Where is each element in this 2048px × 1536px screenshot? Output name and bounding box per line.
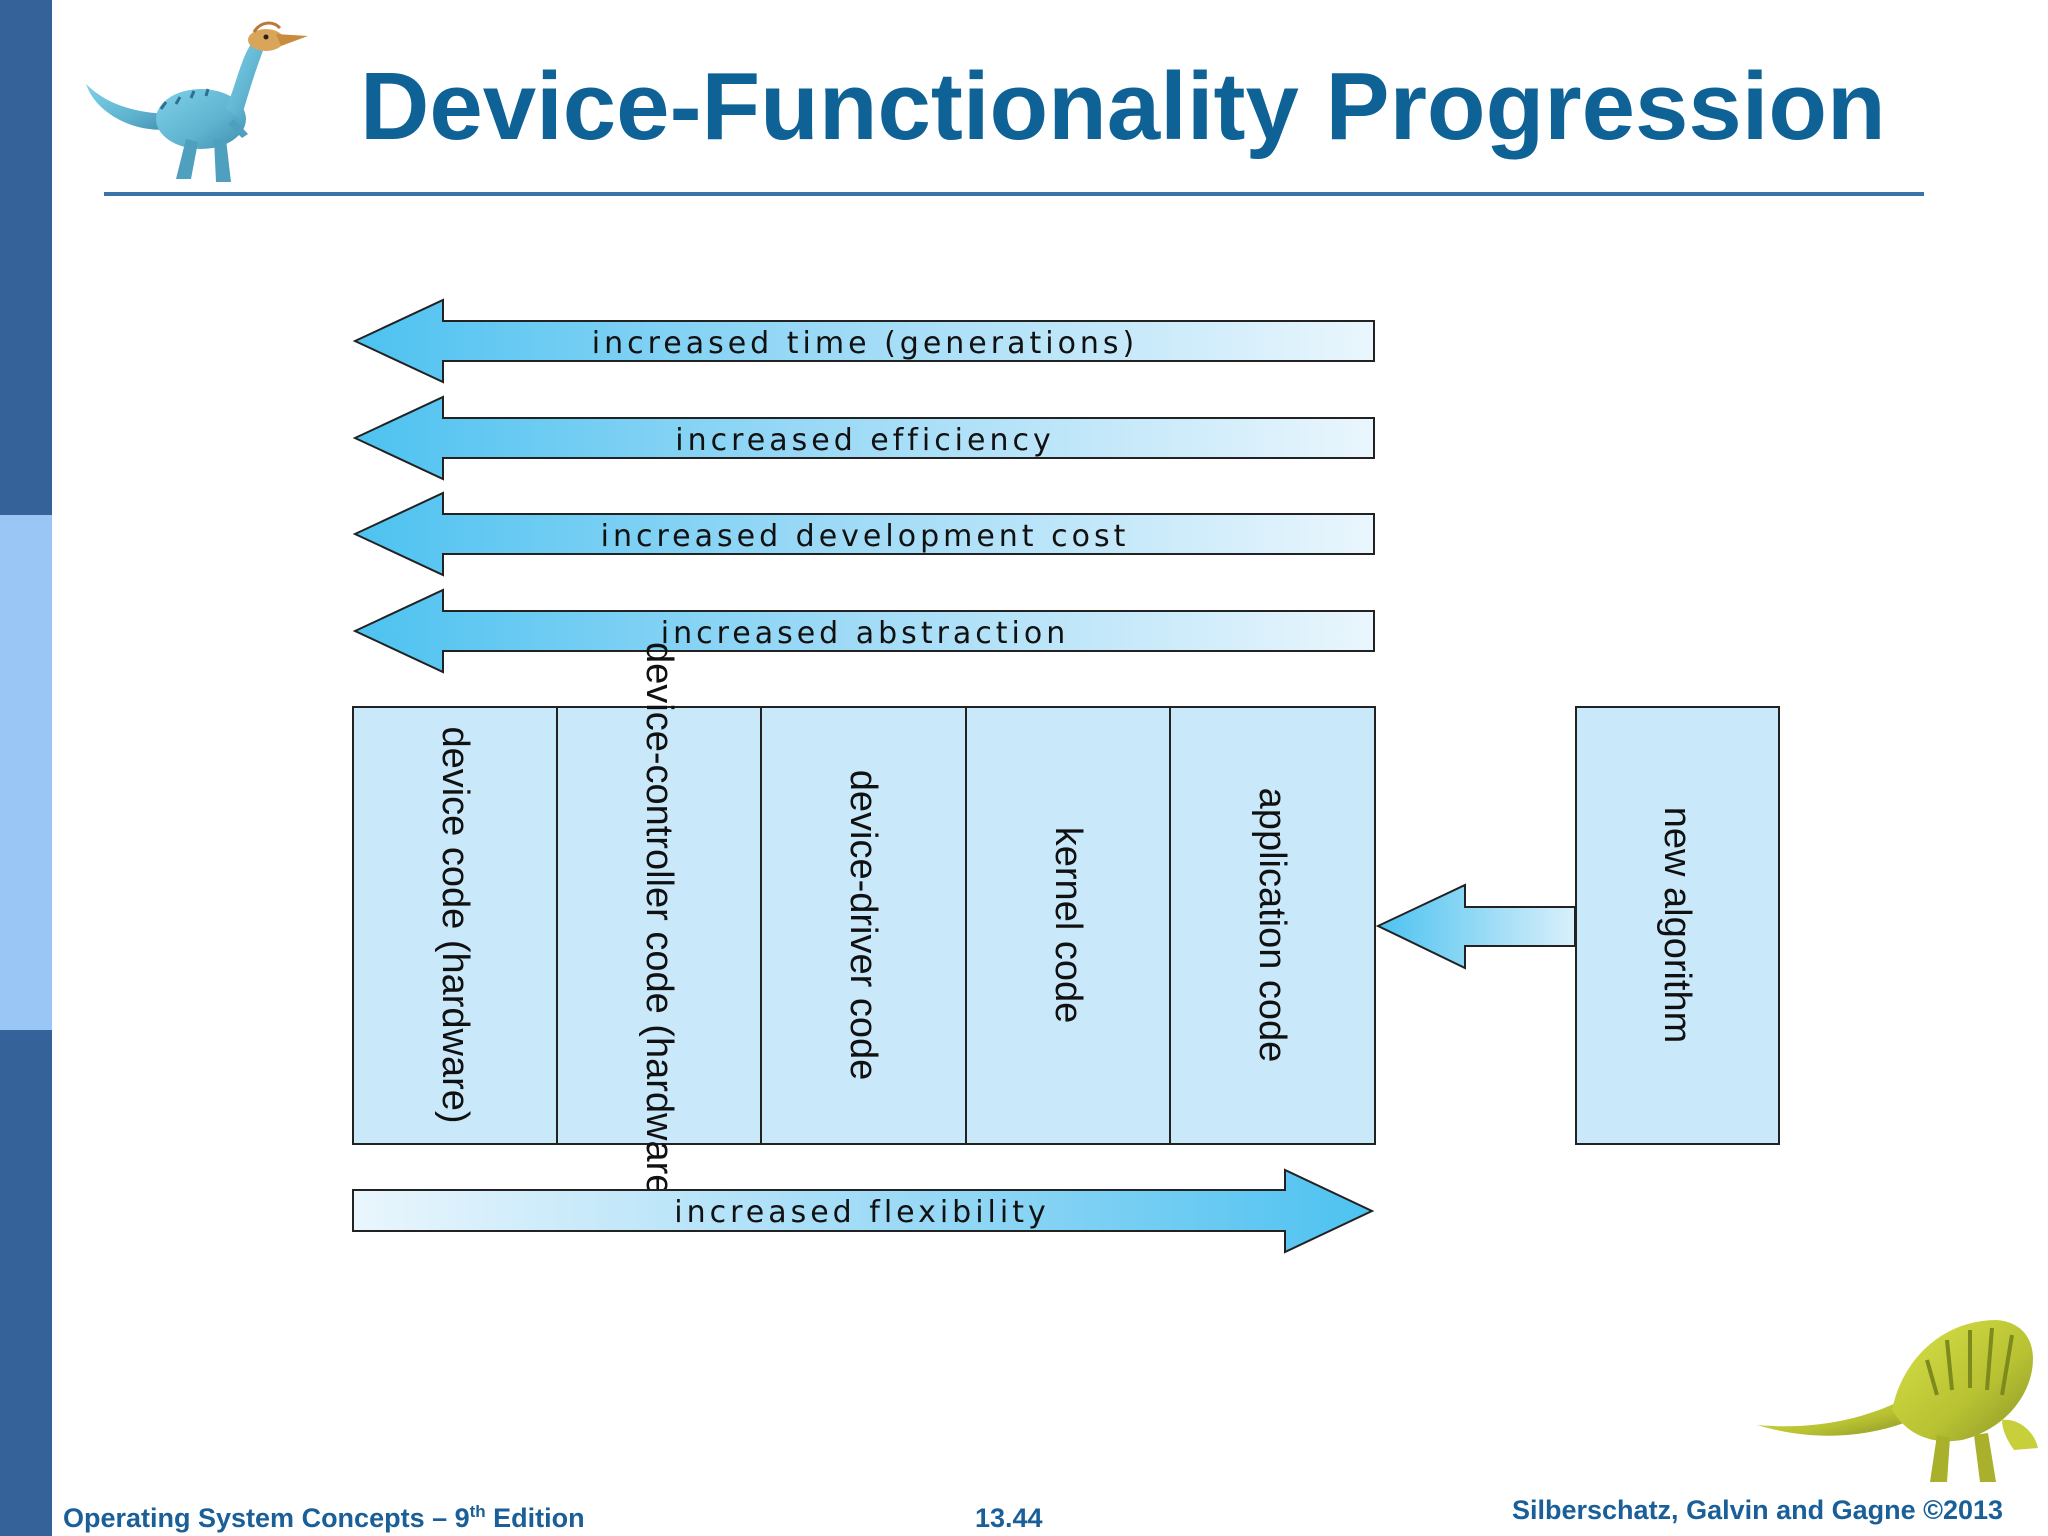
arrow-label-abstraction: increased abstraction <box>661 616 1070 651</box>
footer-book-title-text: Operating System Concepts – 9 <box>63 1503 470 1533</box>
code-layer-columns: device code (hardware) device-controller… <box>352 642 1376 1208</box>
arrow-label-efficiency: increased efficiency <box>675 423 1055 458</box>
footer-book-title-sup: th <box>469 1502 486 1521</box>
column-label-kernel-code: kernel code <box>1047 827 1089 1023</box>
new-algorithm-arrow <box>1375 883 1576 970</box>
new-algorithm-label: new algorithm <box>1656 807 1698 1044</box>
column-label-device-driver-code: device-driver code <box>842 770 884 1080</box>
column-label-application-code: application code <box>1251 788 1293 1063</box>
sidebar-band-bottom <box>0 1030 52 1536</box>
new-algorithm-box: new algorithm <box>1575 706 1780 1145</box>
arrow-label-flexibility: increased flexibility <box>674 1195 1050 1230</box>
arrow-increased-flexibility: increased flexibility <box>352 1168 1375 1254</box>
arrow-increased-time: increased time (generations) <box>352 298 1375 384</box>
footer-copyright: Silberschatz, Galvin and Gagne ©2013 <box>1512 1495 2004 1525</box>
arrow-label-time: increased time (generations) <box>592 326 1139 361</box>
sidebar-band-middle <box>0 515 52 1030</box>
arrow-increased-efficiency: increased efficiency <box>352 395 1375 481</box>
slide-sidebar <box>0 0 52 1536</box>
dinosaur-top-left-icon <box>86 21 308 182</box>
arrow-increased-development-cost: increased development cost <box>352 491 1375 577</box>
arrow-increased-abstraction: increased abstraction <box>352 588 1375 674</box>
dinosaur-bottom-right-icon <box>1757 1320 2038 1482</box>
title-divider <box>104 192 1924 196</box>
footer-page-number: 13.44 <box>975 1503 1043 1533</box>
column-label-device-controller-code: device-controller code (hardware) <box>638 642 680 1208</box>
sidebar-band-top <box>0 0 52 515</box>
slide-title: Device-Functionality Progression <box>360 53 1886 160</box>
footer-book-title: Operating System Concepts – 9th Edition <box>63 1502 585 1534</box>
arrow-label-development-cost: increased development cost <box>601 519 1130 554</box>
column-label-device-code: device code (hardware) <box>434 726 476 1123</box>
footer-book-title-edition: Edition <box>485 1503 585 1533</box>
